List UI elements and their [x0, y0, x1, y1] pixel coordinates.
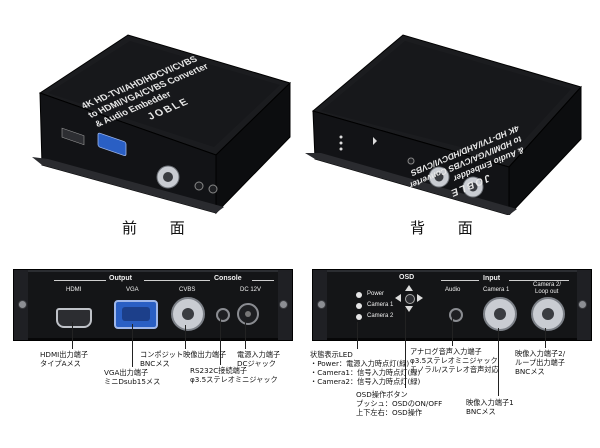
- label-dc: DC 12V: [240, 287, 262, 293]
- label-led-camera1: Camera 1: [367, 302, 394, 308]
- led-camera2: [356, 314, 362, 320]
- label-camera1: Camera 1: [483, 287, 510, 293]
- ann-cvbs: コンポジット映像出力端子 BNCメス: [140, 350, 227, 368]
- ann-osd: OSD操作ボタン プッシュ：OSDのON/OFF 上下左右：OSD操作: [356, 390, 443, 417]
- front-panel: Output Console HDMI VGA CVBS DC 12V: [13, 269, 293, 341]
- ann-vga: VGA出力端子 ミニDsub15メス: [104, 368, 161, 386]
- ann-rs232c: RS232C接続端子 φ3.5ステレオミニジャック: [190, 366, 278, 384]
- caption-back: 背 面: [410, 219, 487, 237]
- label-osd: OSD: [399, 274, 415, 281]
- screw: [578, 300, 587, 309]
- osd-button[interactable]: [405, 294, 415, 304]
- ann-camera1: 映像入力端子1 BNCメス: [466, 398, 514, 416]
- led-camera1: [356, 303, 362, 309]
- label-cvbs: CVBS: [179, 287, 196, 293]
- osd-up-arrow-icon[interactable]: [405, 285, 413, 291]
- osd-right-arrow-icon[interactable]: [417, 294, 423, 302]
- screw: [317, 300, 326, 309]
- back-product-photo: JOBLE 4K HD-TVI/AHD/HDCVI/CVBS to HDMI/V…: [303, 25, 588, 215]
- camera1-bnc-port[interactable]: [483, 297, 517, 331]
- hdmi-port[interactable]: [56, 308, 92, 328]
- ann-camera2: 映像入力端子2/ ループ出力端子 BNCメス: [515, 349, 566, 376]
- label-input: Input: [483, 275, 501, 282]
- ann-audio: アナログ音声入力端子 φ3.5ステレオミニジャック モノラル/ステレオ音声対応: [410, 347, 499, 374]
- ann-hdmi: HDMI出力端子 タイプAメス: [40, 350, 89, 368]
- caption-front: 前 面: [122, 219, 199, 237]
- cvbs-bnc-port[interactable]: [171, 297, 205, 331]
- label-hdmi: HDMI: [66, 287, 82, 293]
- ann-power: 電源入力端子 DCジャック: [237, 350, 281, 368]
- label-output: Output: [109, 275, 132, 282]
- label-camera2-line2: Loop out: [535, 289, 559, 295]
- camera2-bnc-port[interactable]: [531, 297, 565, 331]
- label-console: Console: [214, 275, 242, 282]
- screw: [18, 300, 27, 309]
- label-audio: Audio: [445, 287, 461, 293]
- label-led-power: Power: [367, 291, 385, 297]
- led-power: [356, 292, 362, 298]
- screw: [279, 300, 288, 309]
- osd-down-arrow-icon[interactable]: [405, 306, 413, 312]
- vga-port[interactable]: [114, 300, 158, 329]
- label-vga: VGA: [126, 287, 139, 293]
- dc-jack[interactable]: [237, 303, 259, 325]
- label-camera2-line1: Camera 2/: [533, 282, 562, 288]
- osd-left-arrow-icon[interactable]: [395, 294, 401, 302]
- ann-leds: 状態表示LED ・Power：電源入力時点灯(緑) ・Camera1：信号入力時…: [310, 350, 421, 386]
- label-led-camera2: Camera 2: [367, 313, 394, 319]
- rs232c-jack[interactable]: [216, 308, 230, 322]
- front-product-photo: 4K HD-TVI/AHD/HDCVI/CVBS to HDMI/VGA/CVB…: [18, 25, 293, 215]
